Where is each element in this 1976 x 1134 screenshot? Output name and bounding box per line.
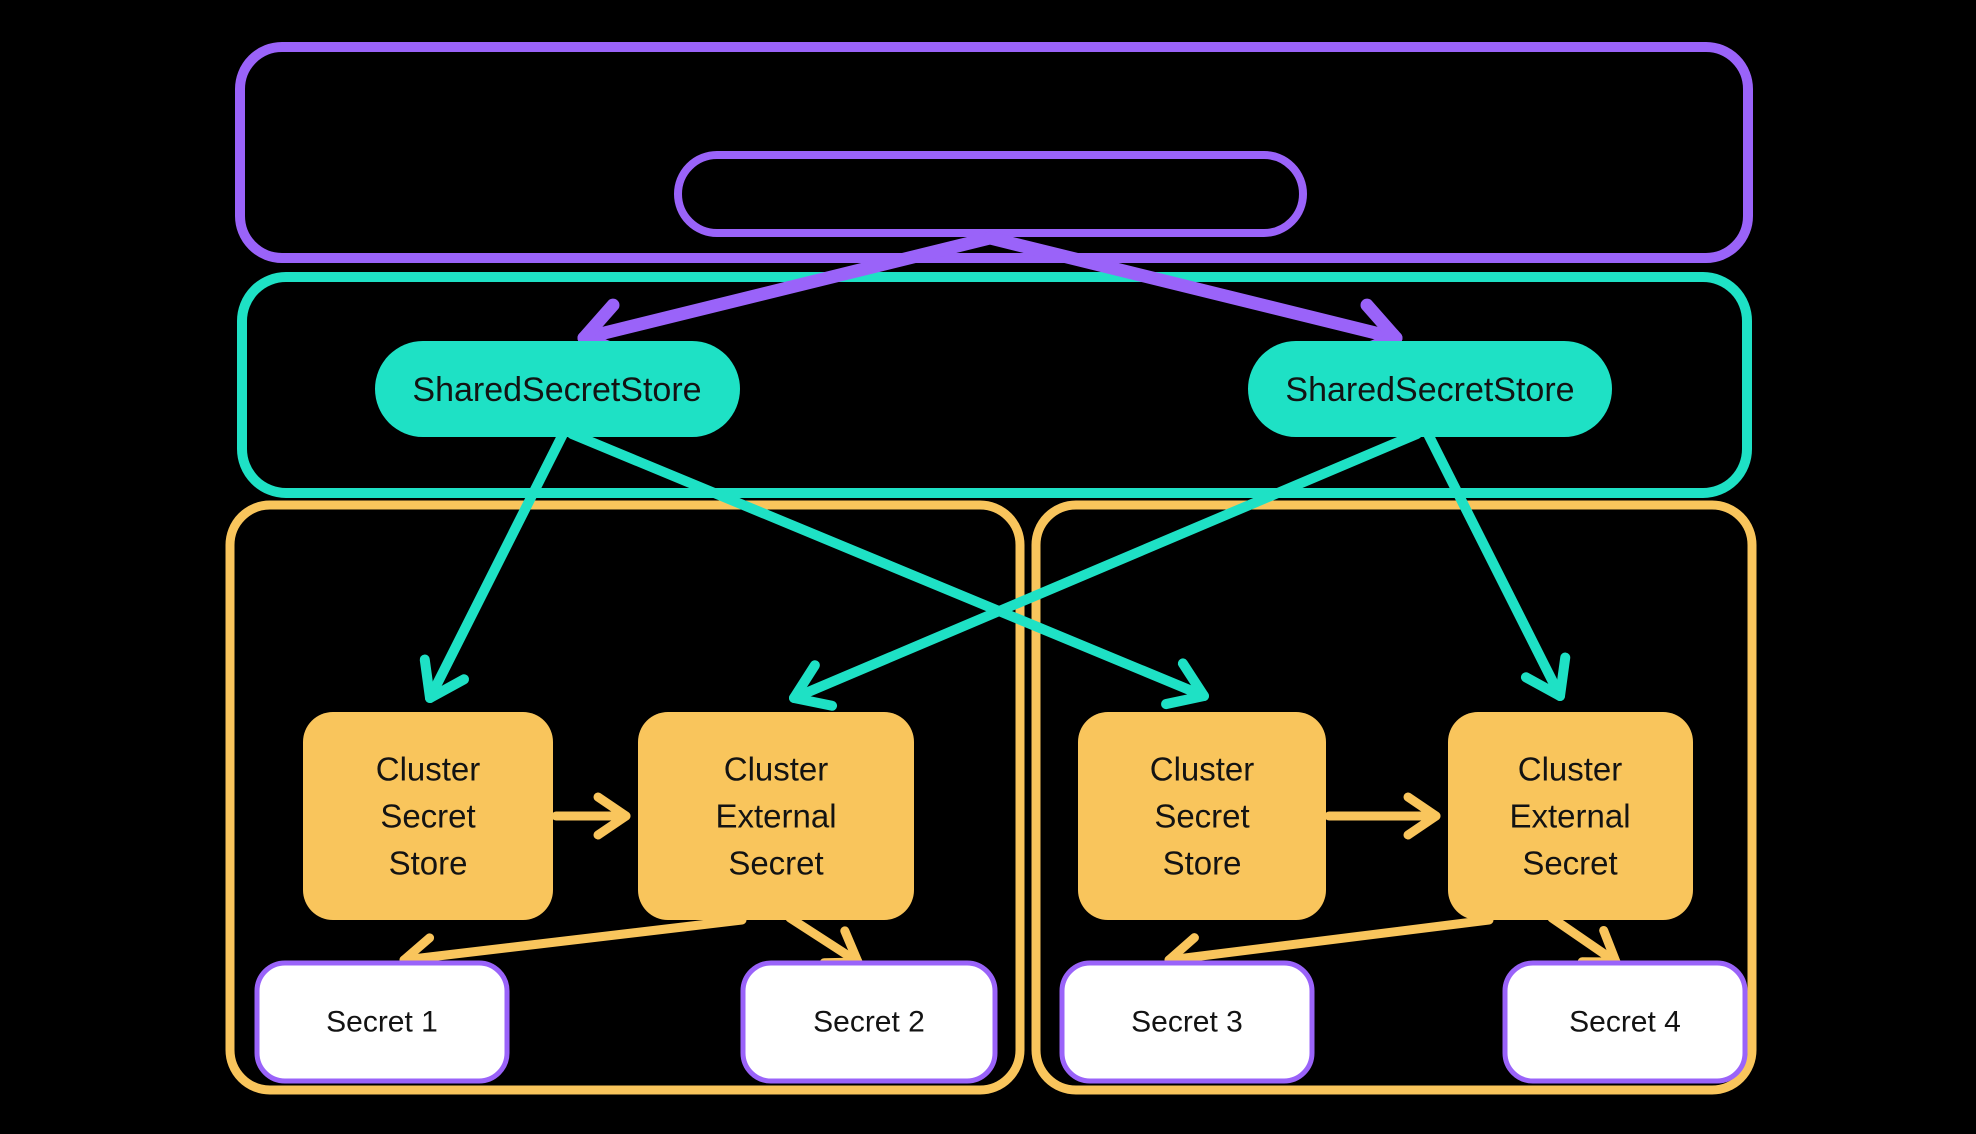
edge-cluster2-external-to-secret3 [1164,915,1494,980]
cluster2-external-secret-line2: External [1509,798,1630,835]
secret1-label: Secret 1 [326,1006,438,1039]
shared-secret-store-left-label: SharedSecretStore [412,371,701,409]
cluster1-secret-store-node [303,712,553,920]
secret4-label: Secret 4 [1569,1006,1681,1039]
secret4-node [1502,960,1748,1084]
cluster1-external-secret-line2: External [715,798,836,835]
cluster1-external-secret-line3: Secret [728,845,823,882]
edge-cluster1-external-to-secret1 [399,915,747,981]
edge-cluster2-external-to-secret4 [1547,913,1621,967]
middle-box [237,272,1752,498]
edge-sharedright-to-cluster1-external [789,429,1422,711]
secret2-label: Secret 2 [813,1006,925,1039]
edge-toppill-to-sharedstore-right [983,231,1403,361]
cluster1-secret-store-line2: Secret [380,798,475,835]
secret2-node [740,960,998,1084]
shared-secret-store-right [1248,341,1612,437]
top-pill [674,151,1307,237]
cluster1-secret-store-line1: Cluster [376,751,481,788]
cluster1-box [225,500,1025,1095]
cluster2-secret-store-node [1078,712,1326,920]
edge-toppill-to-sharedstore-left [577,231,997,361]
cluster1-external-secret-line1: Cluster [724,751,829,788]
cluster1-external-secret-node [638,712,914,920]
cluster1-secret-store-line3: Store [389,845,468,882]
shared-secret-store-right-label: SharedSecretStore [1285,371,1574,409]
edge-sharedleft-to-cluster2-store [567,429,1209,710]
shared-secret-store-left [375,341,740,437]
edge-cluster1-external-to-secret2 [785,913,863,968]
cluster2-secret-store-line3: Store [1163,845,1242,882]
cluster2-external-secret-line1: Cluster [1518,751,1623,788]
secret3-node [1059,960,1315,1084]
top-box [235,42,1753,263]
secret1-node [254,960,510,1084]
cluster2-external-secret-line3: Secret [1522,845,1617,882]
cluster2-box [1031,500,1757,1095]
cluster2-secret-store-line1: Cluster [1150,751,1255,788]
cluster2-secret-store-line2: Secret [1154,798,1249,835]
edge-sharedleft-to-cluster1-store [419,429,568,703]
cluster2-external-secret-node [1448,712,1693,920]
edge-sharedright-to-cluster2-external [1423,429,1571,701]
secret3-label: Secret 3 [1131,1006,1243,1039]
